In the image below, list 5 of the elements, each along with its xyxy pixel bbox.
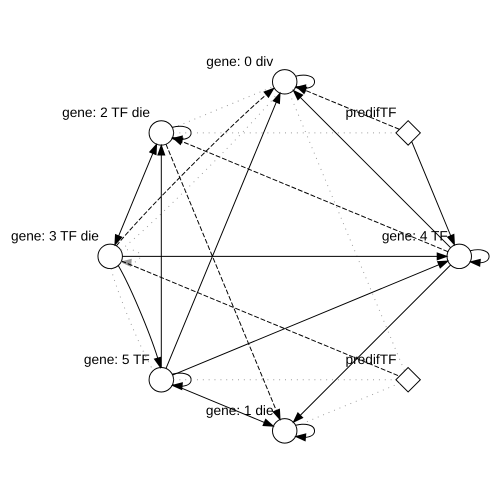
node-label: gene: 3 TF die — [10, 228, 99, 244]
node-label: gene: 0 div — [206, 54, 274, 69]
node-label: gene: 1 die — [206, 402, 274, 418]
node-label: gene: 5 TF — [84, 352, 150, 367]
node-label: gene: 2 TF die — [62, 104, 150, 120]
